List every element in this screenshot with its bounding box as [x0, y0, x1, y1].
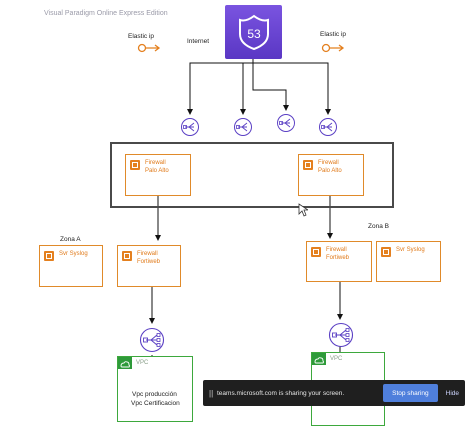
- elastic-ip-right-label: Elastic ip: [320, 31, 347, 38]
- load-balancer-icon[interactable]: [276, 113, 296, 133]
- watermark: Visual Paradigm Online Express Edition: [44, 10, 168, 17]
- vpc-left[interactable]: VPC: [117, 356, 193, 422]
- route53-label: 53: [247, 27, 261, 41]
- elastic-ip-right-icon[interactable]: [321, 42, 347, 54]
- elastic-ip-left-label: Elastic ip: [128, 33, 155, 40]
- internet-label: Internet: [187, 38, 210, 45]
- share-message: teams.microsoft.com is sharing your scre…: [217, 389, 345, 397]
- vpc-title: VPC: [136, 360, 149, 366]
- node-label: Palo Alto: [145, 168, 169, 174]
- node-label: Svr Syslog: [396, 247, 425, 253]
- elastic-ip-left-icon[interactable]: [137, 42, 163, 54]
- node-label: Firewall: [326, 247, 347, 253]
- ec2-icon: [311, 247, 321, 257]
- node-label: Svr Syslog: [59, 251, 88, 257]
- vpc-title: VPC: [330, 356, 343, 362]
- node-label: Fortiweb: [326, 255, 350, 261]
- ec2-icon: [303, 160, 313, 170]
- vpc-line-certificacion: Vpc Certificacion: [131, 400, 180, 407]
- load-balancer-icon[interactable]: [318, 117, 338, 137]
- firewall-palo-alto-left[interactable]: Firewall Palo Alto: [125, 154, 191, 196]
- route53-shield-icon: 53: [238, 14, 269, 51]
- node-label: Palo Alto: [318, 168, 342, 174]
- load-balancer-icon[interactable]: [180, 117, 200, 137]
- ec2-icon: [44, 251, 54, 261]
- screen-share-bar: || teams.microsoft.com is sharing your s…: [203, 380, 465, 406]
- syslog-server-left[interactable]: Svr Syslog: [39, 245, 103, 287]
- vpc-cloud-icon: [118, 357, 132, 369]
- hide-button[interactable]: Hide: [445, 389, 459, 397]
- drag-handle-icon[interactable]: ||: [209, 388, 214, 398]
- load-balancer-icon[interactable]: [233, 117, 253, 137]
- firewall-group-box[interactable]: [110, 142, 394, 208]
- zona-a-label: Zona A: [60, 236, 81, 243]
- ec2-icon: [130, 160, 140, 170]
- vpc-cloud-icon: [312, 353, 326, 365]
- load-balancer-icon[interactable]: [139, 327, 165, 353]
- firewall-fortiweb-left[interactable]: Firewall Fortiweb: [117, 245, 181, 287]
- node-label: Firewall: [318, 160, 339, 166]
- firewall-fortiweb-right[interactable]: Firewall Fortiweb: [306, 241, 372, 282]
- node-label: Firewall: [145, 160, 166, 166]
- firewall-palo-alto-right[interactable]: Firewall Palo Alto: [298, 154, 364, 196]
- node-label: Firewall: [137, 251, 158, 257]
- route53-node[interactable]: 53: [225, 5, 282, 59]
- stop-sharing-button[interactable]: Stop sharing: [383, 384, 438, 402]
- node-label: Fortiweb: [137, 259, 161, 265]
- ec2-icon: [122, 251, 132, 261]
- zona-b-label: Zona B: [368, 223, 389, 230]
- load-balancer-icon[interactable]: [328, 322, 354, 348]
- ec2-icon: [381, 247, 391, 257]
- vpc-line-produccion: Vpc producción: [132, 391, 177, 398]
- mouse-cursor-icon: [298, 203, 308, 217]
- syslog-server-right[interactable]: Svr Syslog: [376, 241, 441, 282]
